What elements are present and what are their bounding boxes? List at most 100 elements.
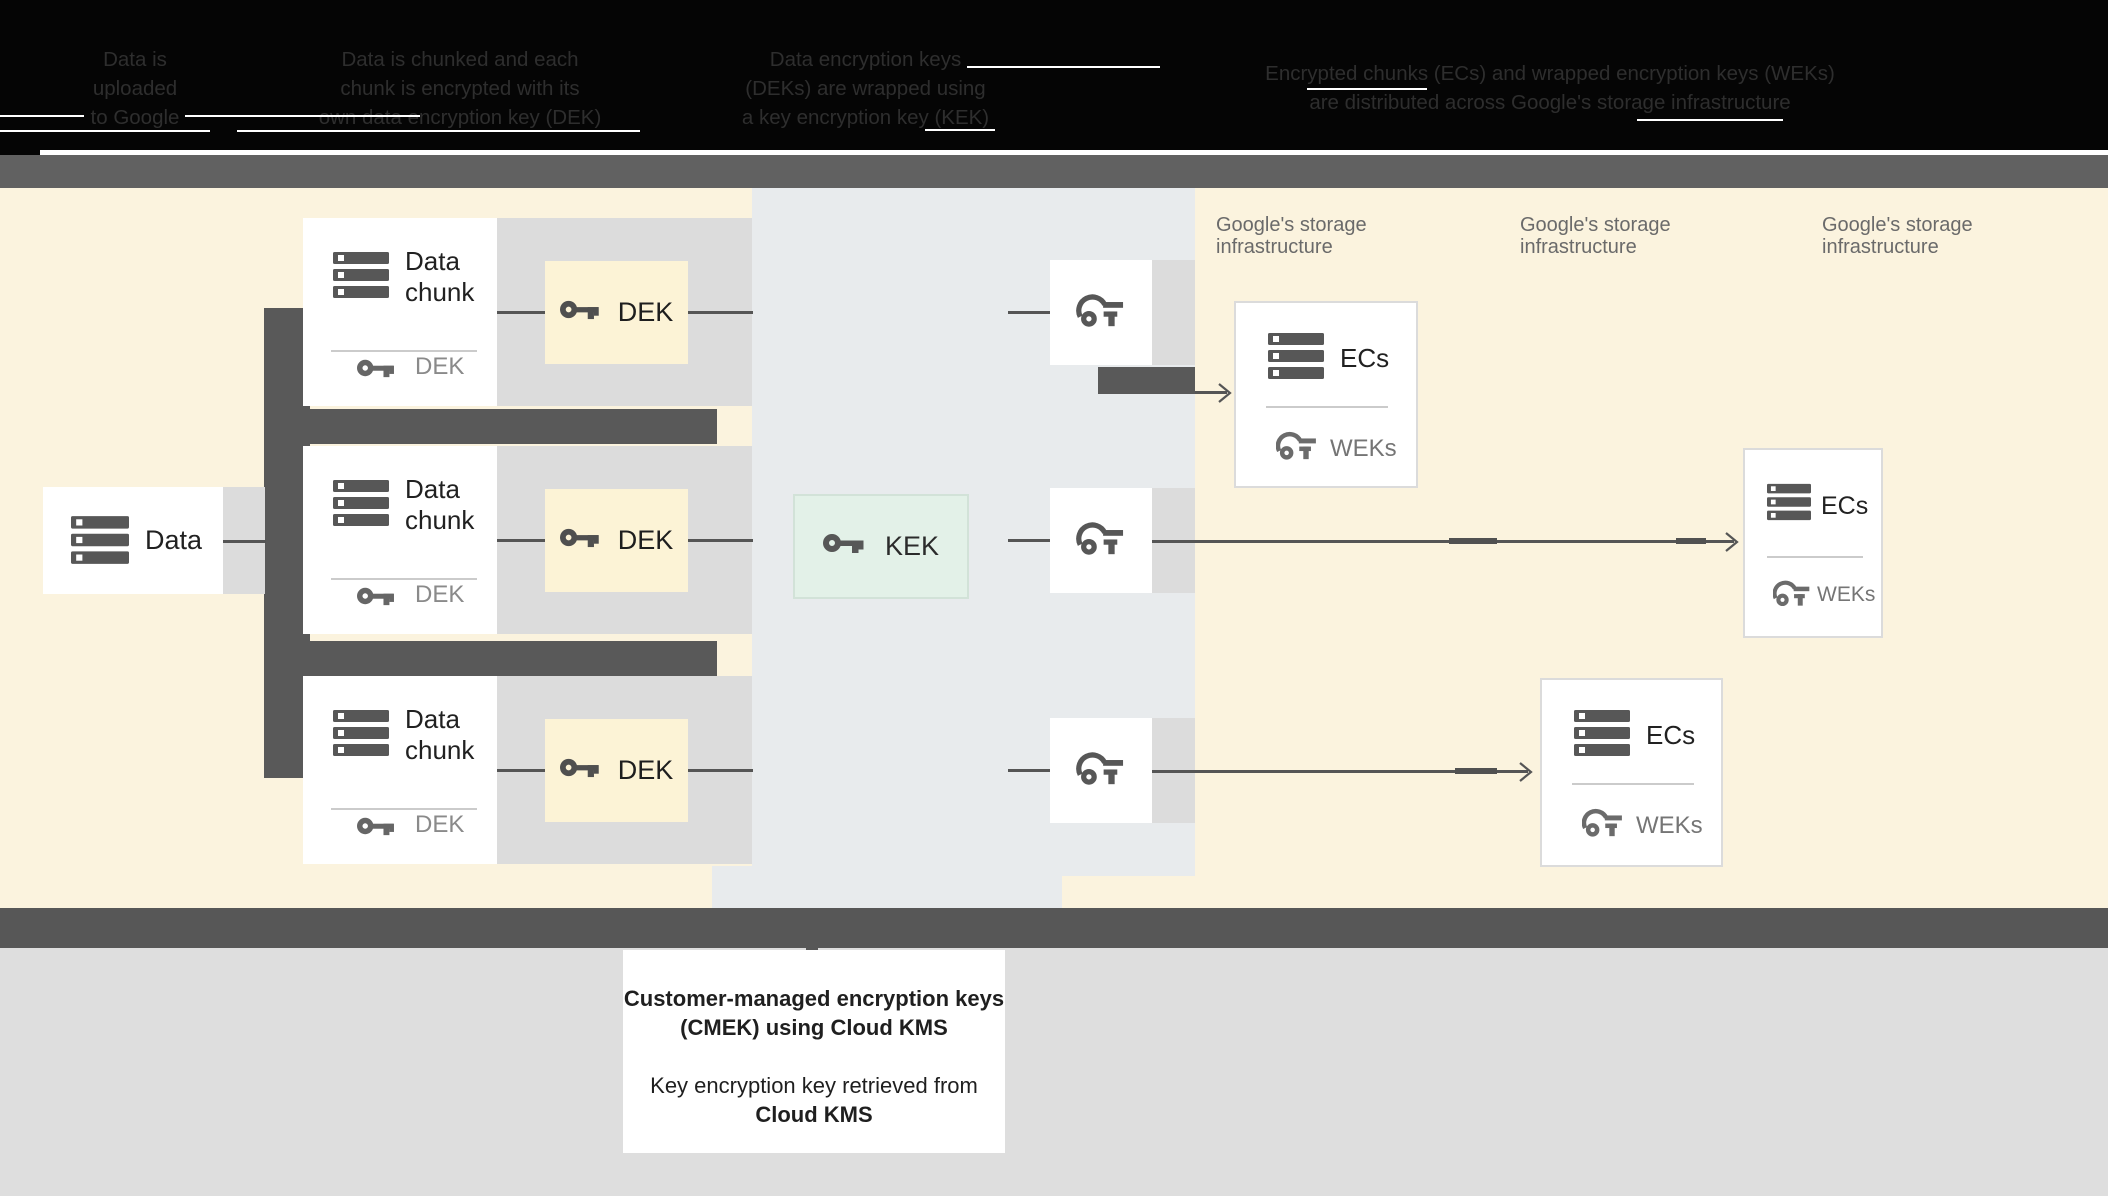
data-chunk-box: Data chunk DEK bbox=[303, 446, 497, 634]
key-icon bbox=[357, 815, 399, 842]
arrow-line bbox=[1152, 540, 1734, 543]
arrowhead-icon bbox=[1218, 383, 1232, 408]
divider bbox=[1572, 783, 1694, 785]
data-box-label: Data bbox=[145, 525, 203, 555]
caption-line: Key encryption key retrieved from bbox=[650, 1073, 978, 1098]
connector-line bbox=[1008, 769, 1050, 772]
chunk-title: Data bbox=[405, 474, 460, 504]
key-icon bbox=[357, 585, 399, 612]
divider bbox=[331, 350, 477, 352]
key-icon bbox=[559, 297, 604, 328]
server-icon bbox=[1268, 333, 1324, 384]
banner-text: own data encryption key (DEK) bbox=[318, 106, 602, 129]
banner-stub bbox=[0, 150, 40, 155]
banner-text: are distributed across Google's storage … bbox=[1309, 91, 1791, 114]
wrapped-key-icon bbox=[1772, 578, 1811, 616]
storage-infra-label: Google's storage infrastructure bbox=[1216, 214, 1367, 258]
caption-line: Cloud KMS bbox=[755, 1102, 873, 1127]
chunk-title: chunk bbox=[405, 277, 475, 307]
chunk-dek-label: DEK bbox=[415, 811, 465, 838]
ec-wek-label: WEKs bbox=[1636, 812, 1703, 839]
top-gray-band bbox=[0, 155, 2108, 188]
arrow-line-segment bbox=[1455, 768, 1497, 774]
key-icon bbox=[559, 755, 604, 786]
server-icon bbox=[71, 516, 129, 569]
divider bbox=[1266, 406, 1388, 408]
connector-line bbox=[688, 769, 753, 772]
banner-text: Encrypted chunks (ECs) and wrapped encry… bbox=[1265, 62, 1835, 85]
dek-box: DEK bbox=[545, 719, 688, 822]
server-icon bbox=[333, 252, 389, 303]
ec-box: ECs WEKs bbox=[1234, 301, 1418, 488]
divider bbox=[331, 578, 477, 580]
chunk-dek-label: DEK bbox=[415, 353, 465, 380]
banner-text: Data is bbox=[103, 48, 167, 71]
artifact-line bbox=[237, 130, 640, 132]
wrapped-key-icon bbox=[1076, 291, 1126, 338]
divider bbox=[331, 808, 477, 810]
artifact-line bbox=[967, 66, 1160, 68]
artifact-line bbox=[185, 115, 420, 117]
data-box: Data bbox=[43, 487, 223, 594]
banner-text: chunk is encrypted with its bbox=[340, 77, 580, 100]
chunk-branch-bar bbox=[300, 641, 717, 676]
ec-box-label: ECs bbox=[1646, 720, 1696, 750]
storage-infra-label: Google's storage infrastructure bbox=[1822, 214, 1973, 258]
banner-text: uploaded bbox=[92, 77, 178, 100]
ec-wek-label: WEKs bbox=[1330, 435, 1397, 462]
chunk-branch-bar bbox=[300, 409, 717, 444]
wrapped-key-icon bbox=[1275, 429, 1318, 470]
key-icon bbox=[822, 531, 869, 562]
chunk-dek-label: DEK bbox=[415, 581, 465, 608]
dek-box-label: DEK bbox=[617, 755, 674, 785]
banner-text: (DEKs) are wrapped using bbox=[745, 77, 986, 100]
caption-spacer bbox=[623, 1042, 1005, 1071]
arrow-line bbox=[1152, 770, 1528, 773]
connector-line bbox=[1008, 311, 1050, 314]
kek-box: KEK bbox=[793, 494, 969, 599]
ec-wek-label: WEKs bbox=[1817, 583, 1876, 606]
arrow-line bbox=[1195, 391, 1227, 394]
chunk-title: chunk bbox=[405, 735, 475, 765]
banner-step-1: Data is uploaded to Google bbox=[35, 45, 235, 132]
wrapped-key-icon bbox=[1581, 806, 1624, 847]
dek-box-label: DEK bbox=[617, 297, 674, 327]
caption-line: (CMEK) using Cloud KMS bbox=[680, 1015, 948, 1040]
artifact-line bbox=[0, 115, 84, 117]
divider bbox=[1767, 556, 1863, 558]
dark-connector bbox=[1098, 367, 1195, 394]
wrapped-key-icon bbox=[1076, 749, 1126, 796]
connector-line bbox=[497, 769, 545, 772]
banner-step-2: Data is chunked and each chunk is encryp… bbox=[240, 45, 680, 132]
banner-text: to Google bbox=[90, 106, 180, 129]
banner-text: a key encryption key (KEK) bbox=[741, 106, 990, 129]
connector-line bbox=[497, 311, 545, 314]
artifact-line bbox=[1637, 119, 1783, 121]
banner-text: Data encryption keys bbox=[769, 48, 962, 71]
top-banner: Data is uploaded to Google Data is chunk… bbox=[0, 0, 2108, 150]
wrapping-key-box bbox=[1050, 718, 1152, 823]
server-icon bbox=[333, 710, 389, 761]
connector-line bbox=[223, 540, 266, 543]
chunk-title: Data bbox=[405, 704, 460, 734]
connector-line bbox=[497, 539, 545, 542]
wrapping-key-box bbox=[1050, 488, 1152, 593]
data-chunk-box: Data chunk DEK bbox=[303, 676, 497, 864]
artifact-line bbox=[1307, 88, 1427, 90]
artifact-line bbox=[0, 130, 210, 132]
arrowhead-icon bbox=[1519, 762, 1533, 787]
dek-box: DEK bbox=[545, 261, 688, 364]
key-icon bbox=[357, 357, 399, 384]
dek-box: DEK bbox=[545, 489, 688, 592]
banner-step-3: Data encryption keys (DEKs) are wrapped … bbox=[698, 45, 1033, 132]
ec-box-label: ECs bbox=[1340, 343, 1390, 373]
wrapped-key-icon bbox=[1076, 519, 1126, 566]
chunk-trunk bbox=[264, 308, 310, 778]
banner-text: Data is chunked and each bbox=[341, 48, 579, 71]
connector-line bbox=[688, 311, 753, 314]
caption-box: Customer-managed encryption keys (CMEK) … bbox=[623, 950, 1005, 1153]
caption-line: Customer-managed encryption keys bbox=[623, 986, 1005, 1011]
server-icon bbox=[1767, 483, 1811, 526]
dek-box-label: DEK bbox=[617, 525, 674, 555]
